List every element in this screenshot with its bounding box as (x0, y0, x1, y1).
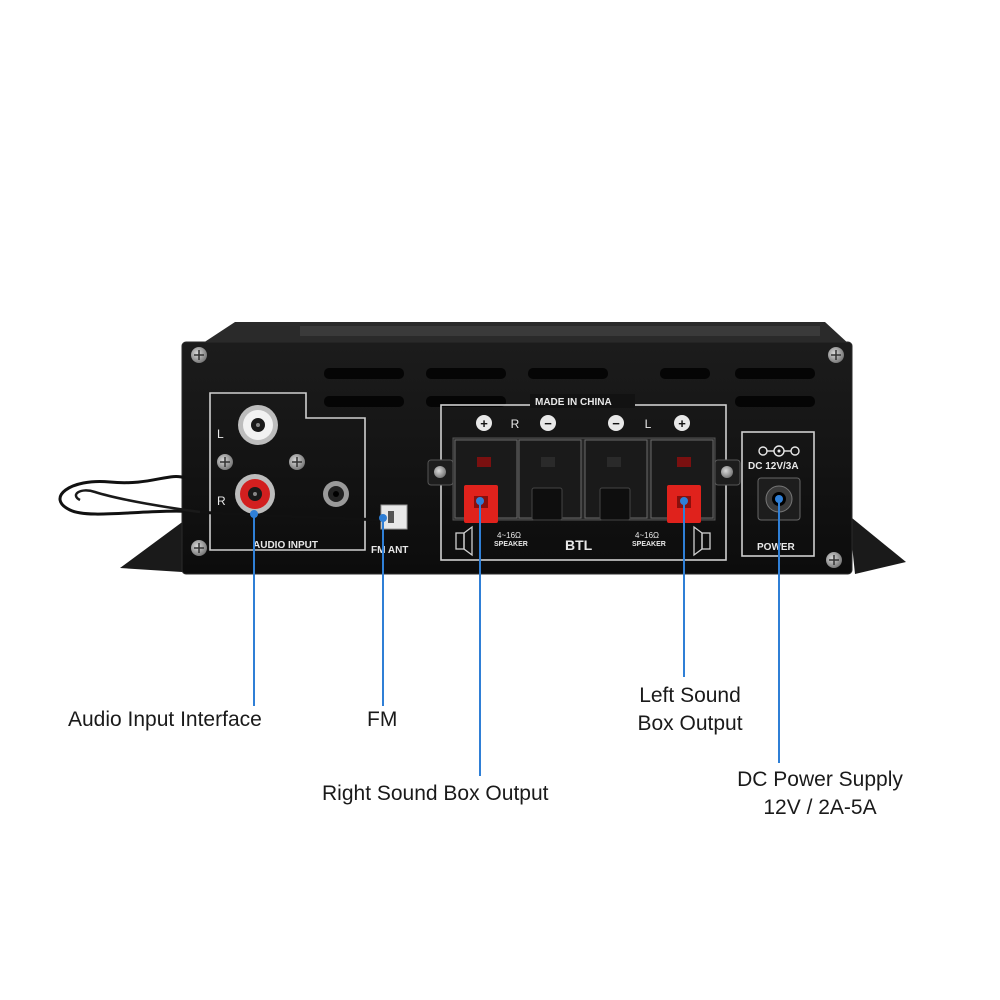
power-label: POWER (757, 542, 796, 553)
leader-line-fm (382, 518, 384, 706)
plus-sign: + (678, 416, 686, 431)
callout-left-sound-line2: Box Output (637, 712, 743, 735)
leader-line-audio-input (253, 514, 255, 706)
term-l-label: L (645, 417, 652, 431)
callout-dc-power-supply: DC Power Supply 12V / 2A-5A (715, 766, 925, 822)
callout-fm: FM (367, 708, 398, 731)
antenna-wire (58, 475, 384, 522)
corner-screw (191, 540, 207, 556)
minus-sign: − (544, 416, 552, 431)
chassis-top (200, 322, 850, 345)
leader-line-dc-power (778, 499, 780, 763)
plus-sign: + (480, 416, 488, 431)
corner-screw (191, 347, 207, 363)
made-in-china-label: MADE IN CHINA (535, 397, 612, 408)
callout-left-sound-box-output: Left Sound Box Output (620, 682, 760, 738)
corner-screw (828, 347, 844, 363)
terminal-black-tab (599, 487, 631, 521)
leader-line-left-output (683, 501, 685, 677)
jack-screw (217, 454, 233, 470)
fm-ant-label: FM ANT (371, 545, 408, 556)
speaker-icon-right (693, 525, 711, 557)
callout-dc-power-line1: DC Power Supply (737, 768, 903, 791)
rca-jack-right (235, 474, 275, 514)
speaker-range-left: 4~16Ω (497, 531, 521, 540)
speaker-range-right: 4~16Ω (635, 531, 659, 540)
mounting-foot-left (120, 520, 186, 572)
callout-left-sound-line1: Left Sound (639, 684, 741, 707)
corner-screw (826, 552, 842, 568)
channel-l-label: L (217, 427, 224, 441)
terminal-polarity-row: + R − − L + (476, 415, 690, 431)
dc-polarity-icon (758, 445, 800, 457)
terminal-black-tab (531, 487, 563, 521)
speaker-word-right: SPEAKER (632, 541, 666, 548)
callout-dc-power-line2: 12V / 2A-5A (763, 796, 877, 819)
audio-input-outline (209, 392, 366, 551)
btl-label: BTL (565, 537, 593, 553)
callout-audio-input-interface: Audio Input Interface (68, 708, 262, 731)
audio-input-label: AUDIO INPUT (253, 540, 318, 551)
rca-jack-left (238, 405, 278, 445)
minus-sign: − (612, 416, 620, 431)
leader-line-right-output (479, 501, 481, 776)
jack-screw (289, 454, 305, 470)
callout-right-sound-box-output: Right Sound Box Output (322, 782, 549, 805)
speaker-word-left: SPEAKER (494, 541, 528, 548)
dc-rating-label: DC 12V/3A (748, 461, 799, 472)
term-r-label: R (511, 417, 520, 431)
speaker-icon-left (455, 525, 473, 557)
channel-r-label: R (217, 494, 226, 508)
mounting-foot-right (852, 518, 906, 574)
aux-jack (323, 481, 349, 507)
